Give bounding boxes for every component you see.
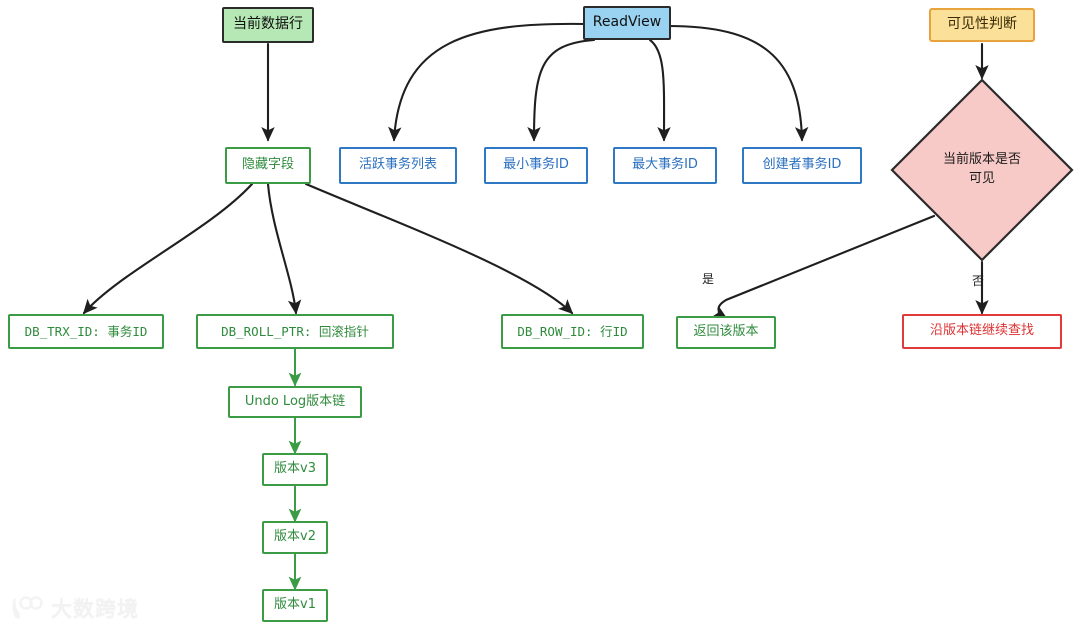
watermark-logo-icon xyxy=(10,595,44,621)
watermark-text: 大数跨境 xyxy=(51,597,139,621)
watermark: 大数跨境 xyxy=(10,593,139,623)
node-continue-search[interactable]: 沿版本链继续查找 xyxy=(902,314,1062,349)
node-version-v2[interactable]: 版本v2 xyxy=(262,521,328,554)
node-version-v3[interactable]: 版本v3 xyxy=(262,453,328,486)
decision-label: 当前版本是否 可见 xyxy=(942,152,1021,186)
node-db-row-id[interactable]: DB_ROW_ID: 行ID xyxy=(501,314,644,349)
node-min-trx-id[interactable]: 最小事务ID xyxy=(484,147,588,184)
edge-readview-to-max-trx xyxy=(648,38,671,142)
edge-label-yes: 是 xyxy=(702,272,715,286)
node-undo-log-chain[interactable]: Undo Log版本链 xyxy=(228,386,362,418)
node-max-trx-id[interactable]: 最大事务ID xyxy=(613,147,717,184)
node-current-row[interactable]: 当前数据行 xyxy=(222,7,314,43)
node-readview[interactable]: ReadView xyxy=(583,6,671,40)
node-hidden-fields[interactable]: 隐藏字段 xyxy=(225,147,311,184)
edge-hidden-to-db-trx-id xyxy=(82,182,254,315)
node-creator-trx-id[interactable]: 创建者事务ID xyxy=(742,147,862,184)
node-active-trx-list[interactable]: 活跃事务列表 xyxy=(339,147,457,184)
edge-readview-to-creator-trx xyxy=(666,24,809,142)
edge-label-no: 否 xyxy=(972,274,985,288)
node-visibility-check[interactable]: 可见性判断 xyxy=(929,8,1035,42)
node-version-v1[interactable]: 版本v1 xyxy=(262,589,328,622)
node-return-version[interactable]: 返回该版本 xyxy=(676,316,776,349)
node-decision-visible[interactable]: 当前版本是否 可见 xyxy=(889,77,1075,263)
node-db-trx-id[interactable]: DB_TRX_ID: 事务ID xyxy=(8,314,164,349)
edge-hidden-to-db-row-id xyxy=(304,182,574,315)
decision-diamond-shape xyxy=(890,78,1074,262)
edge-readview-to-active-list xyxy=(388,22,588,142)
edge-readview-to-min-trx xyxy=(527,38,596,142)
node-db-roll-ptr[interactable]: DB_ROLL_PTR: 回滚指针 xyxy=(196,314,394,349)
edge-hidden-to-db-roll-ptr xyxy=(266,182,302,315)
